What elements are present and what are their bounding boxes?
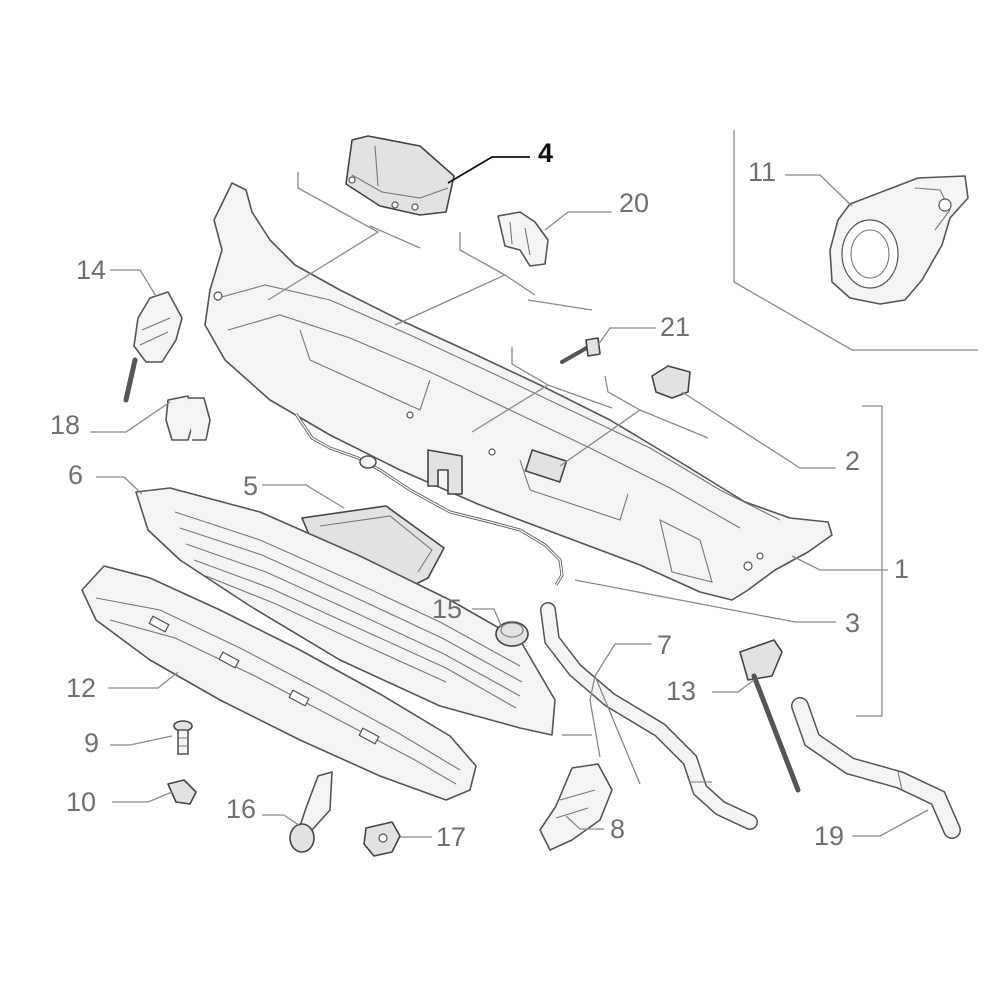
part-17-push-clip (363, 821, 401, 857)
callout-3: 3 (845, 608, 860, 638)
part-8-bracket (539, 763, 613, 851)
part-20-bracket (497, 211, 549, 267)
part-21-screw (560, 337, 601, 364)
callout-12: 12 (66, 673, 96, 703)
callout-2: 2 (845, 446, 860, 476)
callout-15: 15 (432, 594, 462, 624)
callout-14: 14 (76, 255, 106, 285)
callout-10: 10 (66, 787, 96, 817)
callout-4: 4 (538, 138, 553, 168)
part-9-bolt (173, 720, 193, 755)
callout-17: 17 (436, 822, 466, 852)
callout-16: 16 (226, 794, 256, 824)
callout-6: 6 (68, 460, 83, 490)
part-12-grille-support (81, 565, 477, 801)
part-16-link (289, 771, 333, 853)
part-14-latch (123, 291, 183, 403)
callout-20: 20 (619, 188, 649, 218)
part-13-bracket (739, 639, 801, 793)
part-3-cable (294, 413, 564, 586)
callout-18: 18 (50, 410, 80, 440)
callout-21: 21 (660, 312, 690, 342)
callout-19: 19 (814, 821, 844, 851)
callout-labels: 1 2 3 4 5 6 7 8 9 10 11 12 13 14 15 16 1… (50, 138, 909, 852)
callout-7: 7 (657, 630, 672, 660)
leader-lines (90, 156, 929, 838)
callout-9: 9 (84, 728, 99, 758)
callout-11: 11 (748, 157, 776, 187)
part-7-hose (540, 602, 758, 830)
part-15-cap (495, 621, 529, 647)
part-4-cover (345, 135, 455, 216)
callout-8: 8 (610, 814, 625, 844)
assembly-brackets (733, 130, 978, 717)
part-1-cowl-panel (204, 182, 833, 601)
callout-5: 5 (243, 471, 258, 501)
part-11-lamp-bracket (829, 175, 969, 305)
part-6-grille (135, 487, 556, 736)
callout-13: 13 (666, 676, 696, 706)
part-19-hose (791, 697, 961, 839)
callout-1: 1 (894, 554, 909, 584)
part-10-clip (167, 779, 197, 805)
part-2-plug (651, 365, 691, 399)
part-18-clip (165, 395, 211, 441)
